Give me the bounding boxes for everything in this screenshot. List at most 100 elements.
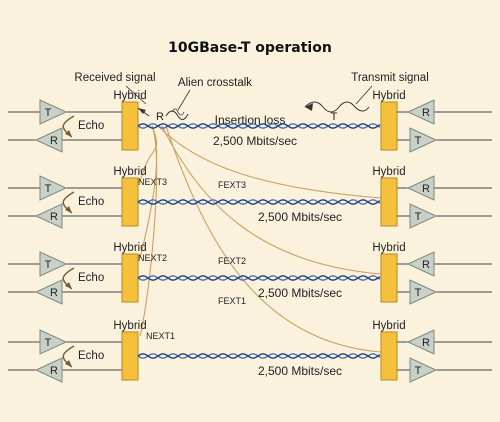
received-wave <box>165 110 189 120</box>
echo-arrowhead <box>65 130 72 137</box>
next-label: NEXT1 <box>146 331 175 341</box>
transmit-wave <box>304 101 370 113</box>
left-transmitter-amplifier <box>39 251 68 277</box>
echo-arrowhead <box>65 282 72 289</box>
received-r-marker: R <box>156 111 164 123</box>
transmit-signal-label: Transmit signal <box>351 72 429 84</box>
twisted-pair-cable <box>137 123 381 129</box>
right-hybrid-box <box>380 101 398 151</box>
next-crosstalk-curve <box>139 125 158 337</box>
left-receiver-amplifier-letter: R <box>50 365 58 377</box>
right-receiver-amplifier <box>406 251 435 277</box>
right-receiver-amplifier-letter: R <box>422 183 430 195</box>
right-hybrid-label: Hybrid <box>372 320 405 332</box>
transmit-signal-leader <box>355 85 373 105</box>
right-transmitter-amplifier <box>409 357 438 383</box>
left-receiver-amplifier-letter: R <box>50 135 58 147</box>
next-label: NEXT2 <box>138 253 167 263</box>
left-transmitter-amplifier <box>39 99 68 125</box>
channel-row: T R R T Echo Hybrid Hybrid 2,500 Mbits/sec NEXT1… <box>8 296 492 383</box>
echo-arrowhead <box>65 206 72 213</box>
right-hybrid-label: Hybrid <box>372 166 405 178</box>
crosstalk-curves <box>139 125 382 353</box>
right-hybrid-box <box>380 253 398 303</box>
fext-label: FEXT3 <box>218 180 246 190</box>
right-transmitter-amplifier-letter: T <box>415 365 422 377</box>
twisted-pair-cable-strand-b <box>137 123 381 129</box>
echo-label: Echo <box>78 272 104 284</box>
twisted-pair-cable <box>137 275 381 281</box>
received-signal-leader <box>125 85 147 105</box>
left-hybrid-label: Hybrid <box>113 242 146 254</box>
right-receiver-amplifier <box>406 329 435 355</box>
received-arrowhead <box>138 108 146 114</box>
right-transmitter-amplifier <box>409 203 438 229</box>
left-hybrid-label: Hybrid <box>113 90 146 102</box>
right-receiver-amplifier-letter: R <box>422 107 430 119</box>
right-hybrid-box <box>380 331 398 381</box>
data-rate-label: 2,500 Mbits/sec <box>258 210 342 224</box>
left-hybrid-box <box>121 101 139 151</box>
twisted-pair-cable <box>137 353 381 359</box>
received-signal-label: Received signal <box>74 72 155 84</box>
left-receiver-amplifier-letter: R <box>50 287 58 299</box>
twisted-pair-cable-strand-b <box>137 275 381 281</box>
left-hybrid-box <box>121 331 139 381</box>
right-receiver-amplifier-letter: R <box>422 259 430 271</box>
fext-crosstalk-curve <box>157 125 382 199</box>
right-transmitter-amplifier-letter: T <box>415 287 422 299</box>
fext-crosstalk-curve <box>165 125 382 353</box>
alien-crosstalk-leader <box>177 89 191 111</box>
left-transmitter-amplifier-letter: T <box>45 337 52 349</box>
echo-arrowhead <box>65 360 72 367</box>
left-transmitter-amplifier-letter: T <box>45 183 52 195</box>
channel-row: T R R T Echo Hybrid Hybrid 2,500 Mbits/sec NEXT3… <box>8 166 492 229</box>
fext-label: FEXT2 <box>218 256 246 266</box>
right-transmitter-amplifier <box>409 279 438 305</box>
right-hybrid-label: Hybrid <box>372 90 405 102</box>
left-receiver-amplifier <box>34 203 63 229</box>
channel-row: T R R T Echo Hybrid Hybrid 2,500 Mbits/sec <box>8 90 492 153</box>
right-receiver-amplifier <box>406 175 435 201</box>
echo-label: Echo <box>78 350 104 362</box>
left-hybrid-box <box>121 177 139 227</box>
left-hybrid-label: Hybrid <box>113 166 146 178</box>
right-transmitter-amplifier-letter: T <box>415 211 422 223</box>
data-rate-label: 2,500 Mbits/sec <box>258 364 342 378</box>
left-transmitter-amplifier <box>39 329 68 355</box>
transmit-t-marker: T <box>331 111 338 123</box>
left-transmitter-amplifier-letter: T <box>45 259 52 271</box>
echo-label: Echo <box>78 120 104 132</box>
data-rate-label: 2,500 Mbits/sec <box>258 286 342 300</box>
left-transmitter-amplifier-letter: T <box>45 107 52 119</box>
right-hybrid-label: Hybrid <box>372 242 405 254</box>
alien-crosstalk-squiggle <box>171 108 185 116</box>
next-label: NEXT3 <box>138 177 167 187</box>
left-hybrid-box <box>121 253 139 303</box>
left-receiver-amplifier <box>34 279 63 305</box>
right-receiver-amplifier <box>406 99 435 125</box>
transmit-arrowhead <box>305 103 313 111</box>
left-receiver-amplifier <box>34 127 63 153</box>
fext-label: FEXT1 <box>218 296 246 306</box>
twisted-pair-cable <box>137 199 381 205</box>
data-rate-label: 2,500 Mbits/sec <box>213 134 297 148</box>
right-receiver-amplifier-letter: R <box>422 337 430 349</box>
left-receiver-amplifier <box>34 357 63 383</box>
next-crosstalk-curve <box>139 125 158 259</box>
left-receiver-amplifier-letter: R <box>50 211 58 223</box>
right-transmitter-amplifier <box>409 127 438 153</box>
channel-row: T R R T Echo Hybrid Hybrid 2,500 Mbits/sec NEXT2… <box>8 242 492 305</box>
left-transmitter-amplifier <box>39 175 68 201</box>
left-hybrid-label: Hybrid <box>113 320 146 332</box>
diagram-title: 10GBase-T operation <box>168 40 332 56</box>
echo-label: Echo <box>78 196 104 208</box>
alien-crosstalk-label: Alien crosstalk <box>178 77 252 89</box>
fext-crosstalk-curve <box>161 125 382 275</box>
right-transmitter-amplifier-letter: T <box>415 135 422 147</box>
twisted-pair-cable-strand-b <box>137 353 381 359</box>
